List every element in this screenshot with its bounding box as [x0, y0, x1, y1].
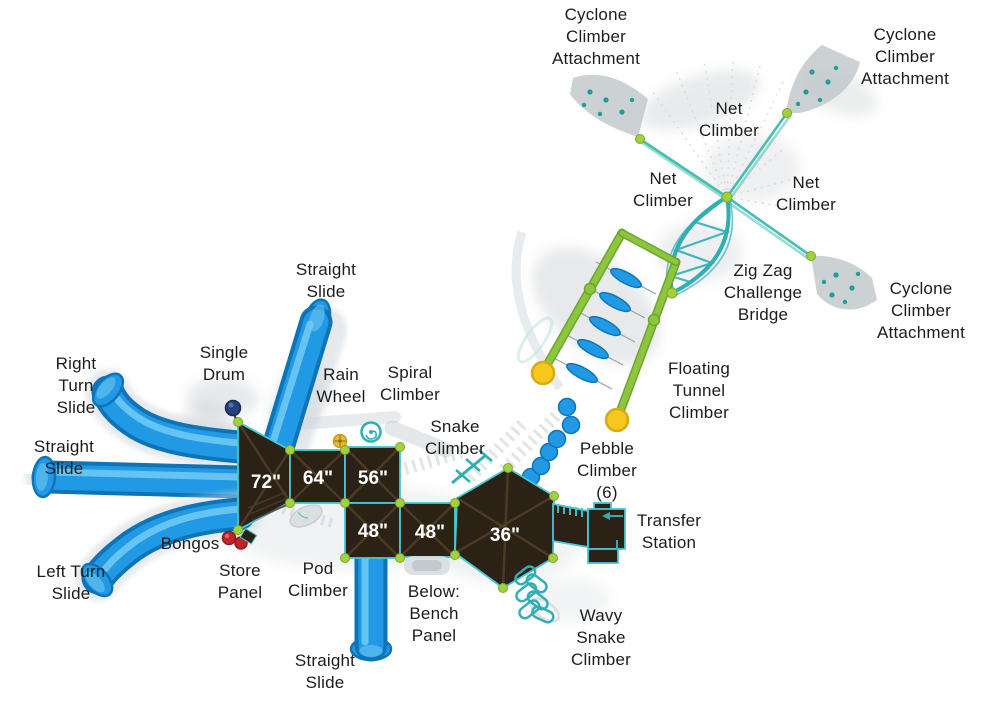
label-floating-tunnel-climber: Floating Tunnel Climber — [667, 359, 731, 422]
snake-climber-graphic — [451, 449, 493, 485]
label-spiral-climber: Spiral Climber — [380, 363, 440, 404]
label-store-panel: Store Panel — [217, 561, 263, 602]
label-straight-slide-bottom: Straight Slide — [294, 651, 356, 692]
transfer-steps-stripes — [557, 504, 583, 517]
deck-size-48b: 48" — [415, 522, 445, 543]
store-panel-graphic — [239, 527, 258, 545]
label-right-turn-slide: Right Turn Slide — [55, 354, 97, 417]
deck-structure — [236, 420, 626, 590]
pebble — [561, 415, 581, 435]
label-left-turn-slide: Left Turn Slide — [36, 562, 106, 603]
label-rain-wheel: Rain Wheel — [316, 365, 366, 406]
net-dashed-fan — [649, 57, 803, 211]
deck-size-64: 64" — [303, 468, 333, 489]
pebble-climber-graphic — [521, 397, 581, 487]
label-pod-climber: Pod Climber — [288, 559, 348, 600]
label-zig-zag-challenge-bridge: Zig Zag Challenge Bridge — [723, 261, 803, 324]
deck-size-36: 36" — [490, 525, 520, 546]
cyclone-climber-attachment-graphic-top-left — [570, 74, 648, 137]
pebble — [547, 429, 567, 449]
rail-knob — [583, 282, 597, 296]
label-single-drum: Single Drum — [199, 343, 249, 384]
net-climber-assembly — [570, 45, 877, 310]
label-transfer-station: Transfer Station — [636, 511, 702, 552]
label-net-climber-right: Net Climber — [776, 173, 836, 214]
label-net-climber-top: Net Climber — [699, 99, 759, 140]
pod-climber-graphic — [289, 504, 323, 528]
deck-size-72: 72" — [251, 472, 281, 493]
cyclone-climber-attachment-graphic-right — [811, 255, 877, 310]
label-net-climber-left: Net Climber — [633, 169, 693, 210]
deck-size-56: 56" — [358, 468, 388, 489]
transfer-station-graphic — [587, 502, 626, 564]
cyclone-climber-attachment-graphic-top-right — [786, 45, 860, 113]
wavy-snake-climber-graphic — [514, 565, 555, 624]
label-straight-slide-top: Straight Slide — [295, 260, 357, 301]
bench-panel-graphic — [404, 556, 450, 575]
rain-wheel-graphic — [332, 433, 348, 449]
straight-slide-bottom-graphic — [348, 534, 394, 670]
deck-size-48a: 48" — [358, 521, 388, 542]
transfer-arrow-icon — [602, 512, 623, 520]
label-below-bench-panel: Below: Bench Panel — [407, 582, 461, 645]
rail-knob — [647, 313, 661, 327]
left-turn-slide-graphic — [75, 491, 262, 601]
label-pebble-climber: Pebble Climber (6) — [577, 439, 637, 502]
straight-slide-top-graphic — [262, 298, 347, 471]
pebble — [531, 456, 551, 476]
label-cyclone-climber-attachment-top-left: Cyclone Climber Attachment — [552, 5, 640, 68]
single-drum-graphic — [224, 399, 242, 422]
pebble — [557, 397, 577, 417]
bongos-graphic — [221, 530, 248, 550]
label-cyclone-climber-attachment-right: Cyclone Climber Attachment — [877, 279, 965, 342]
climber-foot — [604, 407, 630, 433]
climber-foot — [530, 360, 556, 386]
label-wavy-snake-climber: Wavy Snake Climber — [571, 606, 631, 669]
label-bongos: Bongos — [160, 534, 220, 553]
label-cyclone-climber-attachment-top-right: Cyclone Climber Attachment — [861, 25, 949, 88]
label-snake-climber: Snake Climber — [425, 417, 485, 458]
floating-tunnel-climber-graphic — [530, 228, 681, 433]
spiral-climber-graphic — [360, 421, 382, 443]
label-straight-slide-left: Straight Slide — [33, 437, 95, 478]
right-turn-slide-graphic — [85, 369, 262, 470]
deck-size-labels: 72" 64" 56" 48" 48" 36" — [251, 468, 520, 546]
post-dots — [233, 108, 816, 593]
straight-slide-left-graphic — [25, 454, 262, 505]
